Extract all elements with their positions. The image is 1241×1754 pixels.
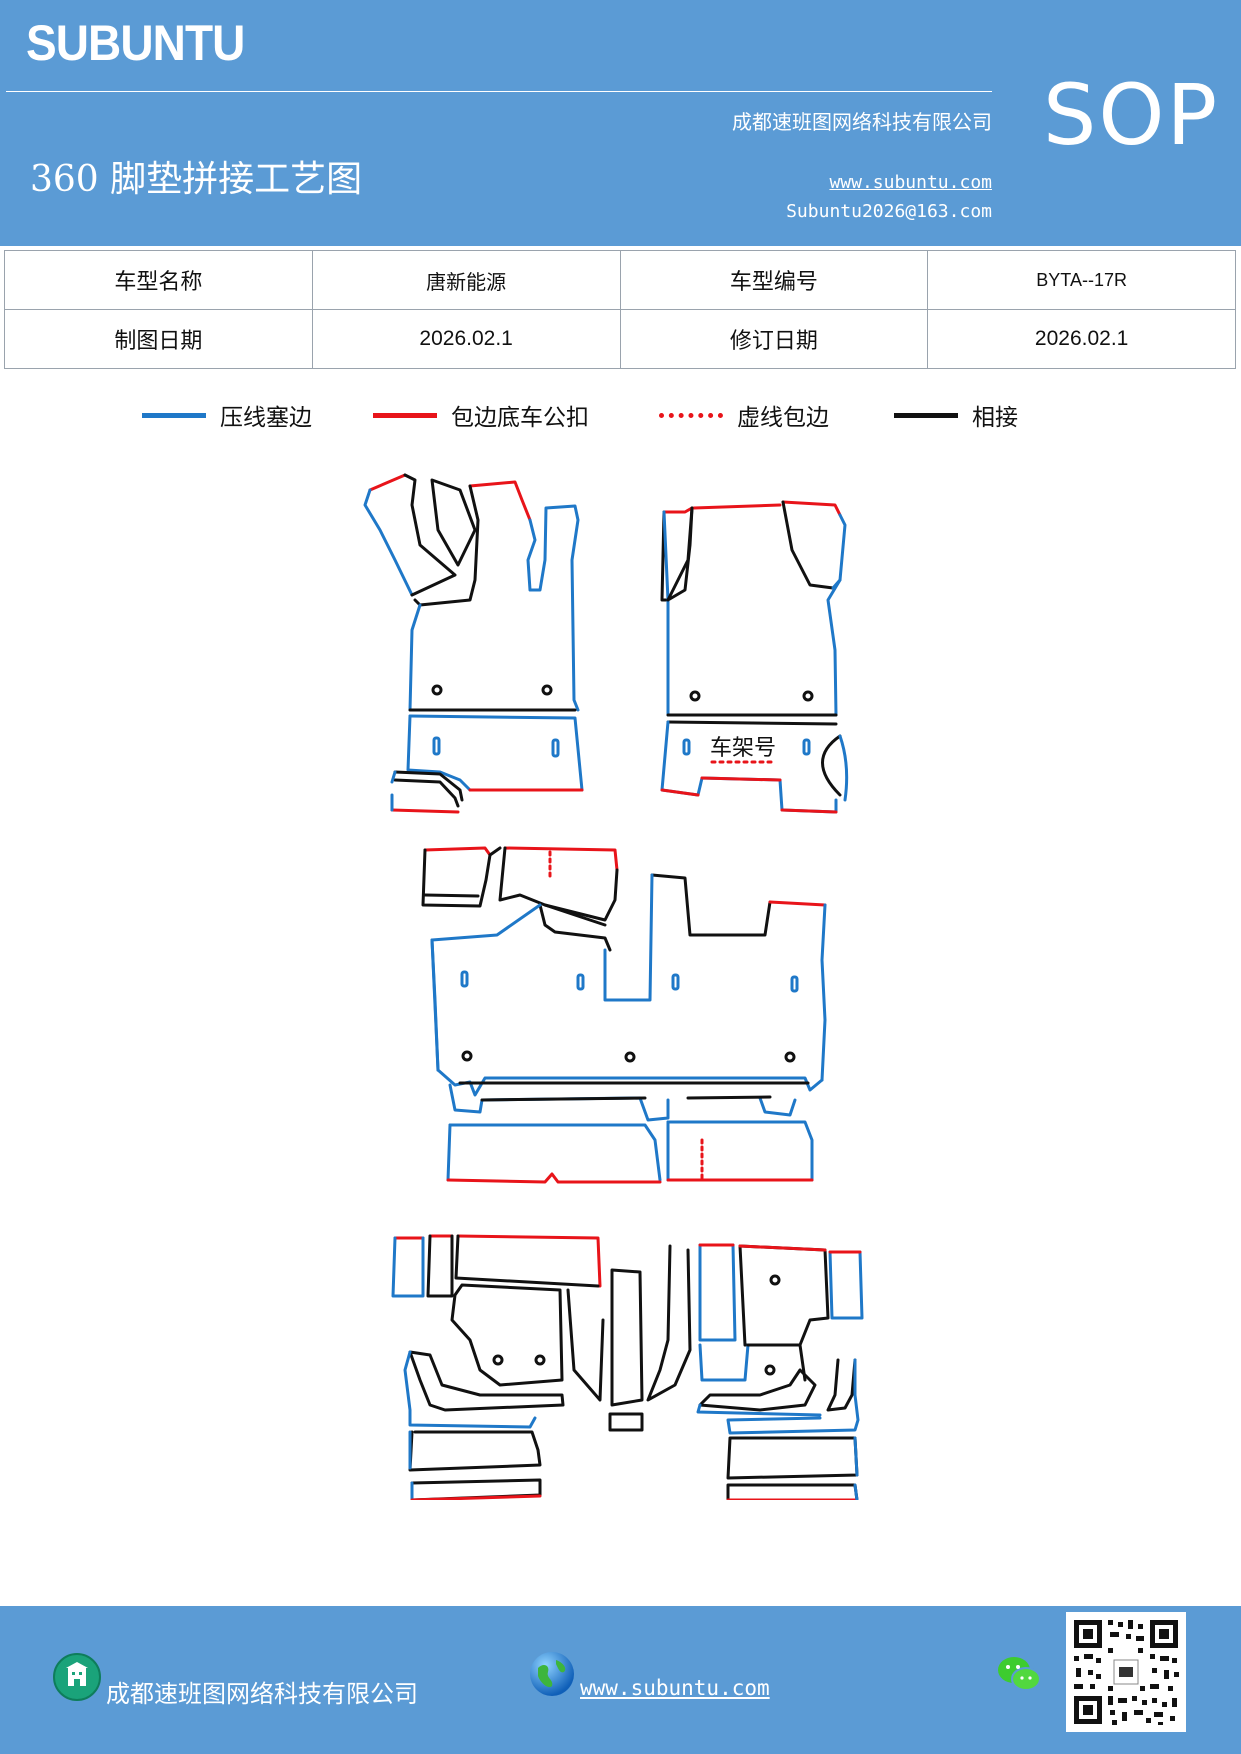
frame-number-label: 车架号 bbox=[710, 736, 776, 761]
brand-logo: SUBUNTU bbox=[26, 15, 245, 71]
legend-label: 虚线包边 bbox=[737, 405, 829, 431]
legend-swatch bbox=[659, 412, 723, 418]
legend: 压线塞边 包边底车公扣 虚线包边 相接 bbox=[0, 398, 1241, 438]
model-code-label: 车型编号 bbox=[619, 250, 929, 310]
page-footer: 成都速班图网络科技有限公司 www.subuntu.com bbox=[0, 1606, 1241, 1754]
legend-item: 包边底车公扣 bbox=[373, 398, 589, 432]
legend-swatch bbox=[894, 412, 958, 418]
email-address: Subuntu2026@163.com bbox=[786, 201, 992, 222]
wechat-icon[interactable] bbox=[996, 1654, 1042, 1694]
qr-code bbox=[1066, 1612, 1186, 1732]
floor-mat-diagram: 车架号 bbox=[363, 473, 864, 1500]
legend-swatch bbox=[142, 412, 206, 418]
legend-item: 相接 bbox=[894, 398, 1018, 432]
globe-icon bbox=[530, 1652, 574, 1696]
sop-label: SOP bbox=[1043, 66, 1220, 164]
revise-date-label: 修订日期 bbox=[619, 309, 929, 369]
info-table: 车型名称 唐新能源 车型编号 BYTA--17R 制图日期 2026.02.1 … bbox=[4, 250, 1236, 369]
legend-label: 相接 bbox=[972, 405, 1018, 431]
mat-rear-middle bbox=[421, 846, 827, 1184]
mat-front-right: 车架号 bbox=[660, 500, 849, 814]
footer-website-link[interactable]: www.subuntu.com bbox=[580, 1676, 770, 1700]
table-row: 车型名称 唐新能源 车型编号 BYTA--17R bbox=[4, 250, 1236, 310]
header-divider bbox=[6, 91, 992, 92]
page-header: SUBUNTU SOP 成都速班图网络科技有限公司 360 脚垫拼接工艺图 ww… bbox=[0, 0, 1241, 246]
mat-front-left bbox=[363, 473, 584, 814]
draw-date-label: 制图日期 bbox=[4, 309, 313, 369]
model-name-label: 车型名称 bbox=[4, 250, 313, 310]
table-row: 制图日期 2026.02.1 修订日期 2026.02.1 bbox=[4, 309, 1236, 369]
legend-swatch bbox=[373, 412, 437, 418]
legend-label: 压线塞边 bbox=[220, 405, 312, 431]
mat-rear-pieces bbox=[391, 1234, 864, 1500]
building-icon bbox=[53, 1653, 101, 1701]
legend-label: 包边底车公扣 bbox=[451, 405, 589, 431]
legend-item: 虚线包边 bbox=[659, 398, 829, 432]
revise-date-value: 2026.02.1 bbox=[927, 309, 1236, 369]
page-title: 360 脚垫拼接工艺图 bbox=[30, 159, 363, 200]
company-name: 成都速班图网络科技有限公司 bbox=[732, 110, 992, 134]
legend-item: 压线塞边 bbox=[142, 398, 312, 432]
footer-company: 成都速班图网络科技有限公司 bbox=[106, 1680, 418, 1708]
model-code-value: BYTA--17R bbox=[927, 250, 1236, 310]
website-link[interactable]: www.subuntu.com bbox=[829, 172, 992, 193]
draw-date-value: 2026.02.1 bbox=[311, 309, 621, 369]
model-name-value: 唐新能源 bbox=[311, 250, 621, 310]
